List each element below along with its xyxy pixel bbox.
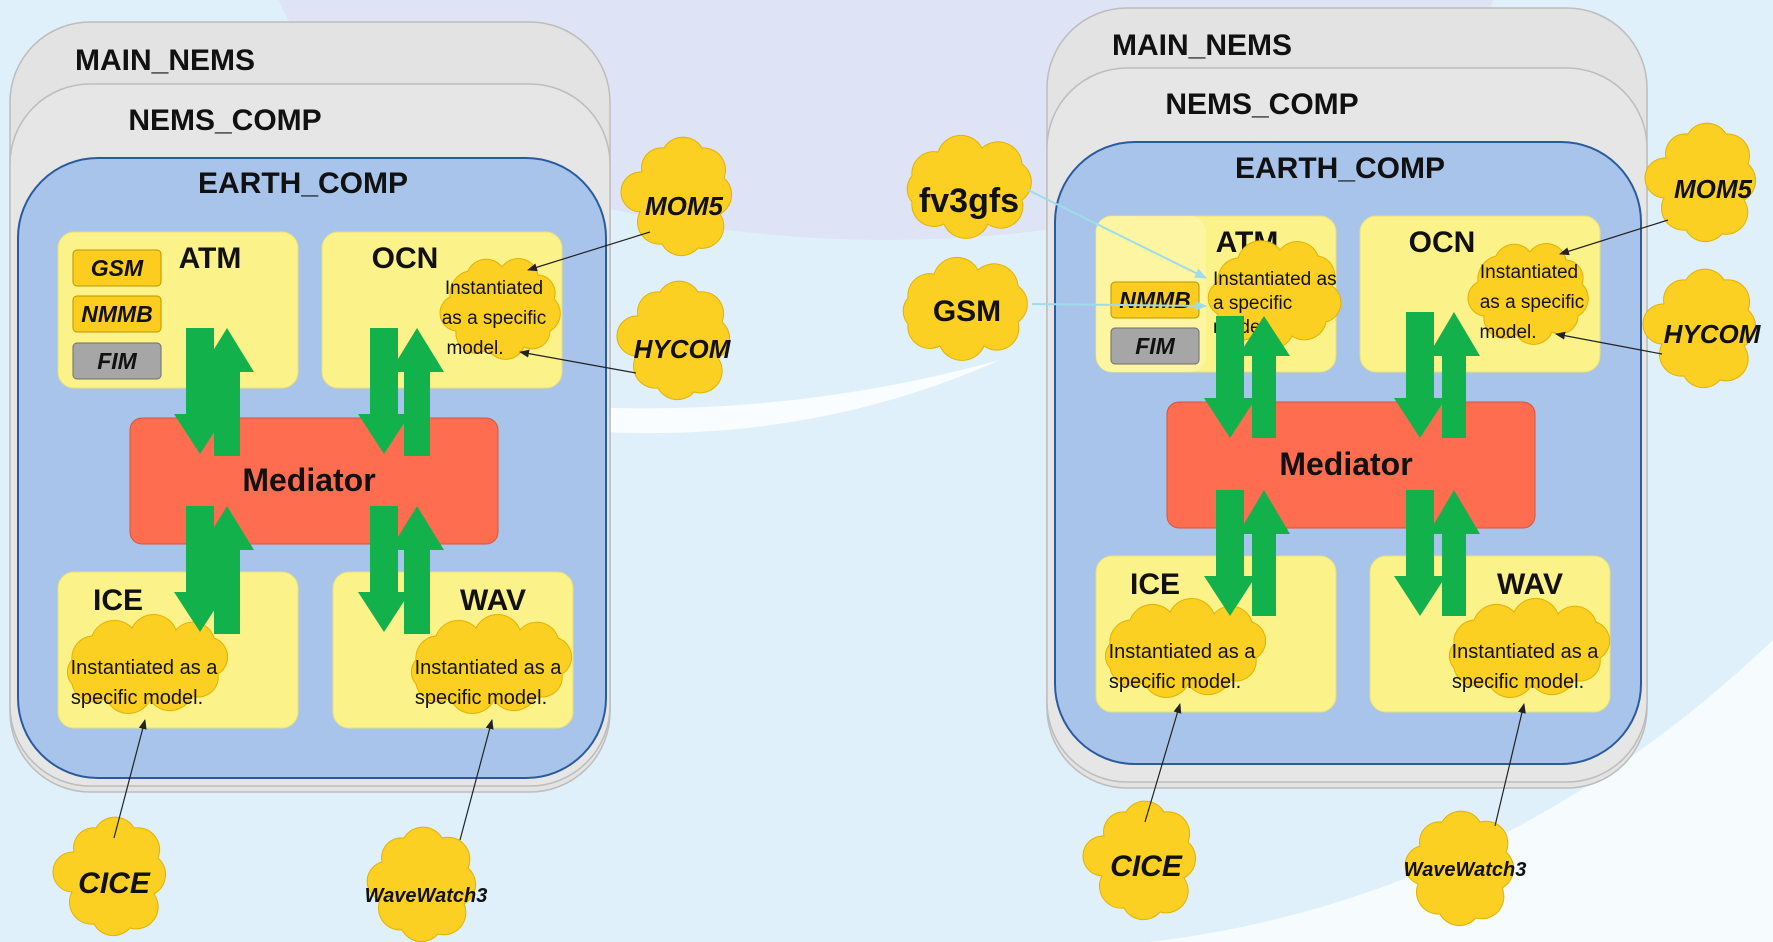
wav-note-cloud: Instantiated as a specific model. [1448,598,1611,698]
fim-model-label: FIM [97,348,137,374]
ice-label: ICE [93,584,143,617]
wav-label: WAV [1497,568,1563,601]
earth-comp-label: EARTH_COMP [1235,152,1445,185]
wav-note-line2: specific model. [415,687,547,709]
mediator-to-ice-arrow [1204,490,1256,616]
ocn-label: OCN [1409,226,1476,259]
cice-label: CICE [1110,850,1183,883]
wavewatch3-connector [459,719,494,841]
mediator-label: Mediator [1279,446,1412,482]
wavewatch3-cloud: WaveWatch3 [365,826,488,942]
atm-note-line1: Instantiated as [1213,269,1337,290]
ocn-note-cloud: Instantiated as a specific model. [1467,243,1589,345]
wav-note-line2: specific model. [1452,671,1584,693]
ice-note-cloud: Instantiated as a specific model. [1104,598,1267,698]
mom5-label: MOM5 [645,191,724,221]
main-nems-label: MAIN_NEMS [75,44,255,77]
nmmb-model-tag [1110,281,1200,319]
gsm-connector [1031,300,1207,311]
main-nems-label: MAIN_NEMS [1112,29,1292,62]
fv3gfs-cloud: fv3gfs [906,134,1032,239]
hycom-cloud: HYCOM [1642,268,1762,389]
nmmb-model-label: NMMB [81,301,153,327]
ocn-to-mediator-arrow [1394,312,1446,438]
earth-comp-label: EARTH_COMP [198,167,408,200]
connector-lines [1027,189,1669,827]
mom5-connector [1559,219,1669,256]
wav-to-mediator-arrow [1428,490,1480,616]
mom5-connector [527,231,651,272]
mediator-to-ocn-arrow [1428,312,1480,438]
fv3gfs-connector [1027,189,1207,279]
wav-note-line1: Instantiated as a [1452,641,1600,663]
hycom-label: HYCOM [634,334,732,364]
ice-label: ICE [1130,568,1180,601]
fim-model-label: FIM [1135,333,1175,359]
gsm-label: GSM [933,295,1001,328]
atm-note-line2: a specific [1213,293,1292,314]
mom5-cloud: MOM5 [620,136,733,257]
nmmb-model-tag [72,295,162,333]
ice-note-line1: Instantiated as a [71,657,219,679]
ocn-note-line3: model. [446,338,503,359]
mediator-to-atm-arrow [1238,316,1290,438]
mediator-to-wav-arrow [358,506,410,632]
atm-to-mediator-arrow [1204,316,1256,438]
cice-label: CICE [78,867,151,900]
ocn-note-line2: as a specific [442,308,547,329]
ocn-note-line1: Instantiated [445,278,543,299]
cice-cloud: CICE [52,816,167,937]
ice-to-mediator-arrow [1238,490,1290,616]
wavewatch3-label: WaveWatch3 [1404,859,1527,881]
ocn-note-line2: as a specific [1480,292,1585,313]
mediator-label: Mediator [242,462,375,498]
ice-note-line2: specific model. [1109,671,1241,693]
hycom-connector [1555,331,1663,355]
ice-note-line1: Instantiated as a [1109,641,1257,663]
wavewatch3-cloud: WaveWatch3 [1404,810,1527,927]
mediator-to-atm-arrow [200,328,254,456]
wavewatch3-label: WaveWatch3 [365,885,488,907]
ocn-label: OCN [372,242,439,275]
gsm-model-tag [72,249,162,287]
fim-model-tag [72,342,162,380]
gsm-cloud: GSM [902,256,1028,361]
wav-to-mediator-arrow [390,506,444,634]
ice-note-line2: specific model. [71,687,203,709]
atm-label: ATM [179,242,242,275]
wav-label: WAV [460,584,526,617]
wav-note-cloud: Instantiated as a specific model. [410,614,573,714]
ice-note-cloud: Instantiated as a specific model. [66,614,229,714]
cice-connector [1144,703,1182,823]
ocn-to-mediator-arrow [358,328,410,454]
ocn-note-line1: Instantiated [1480,262,1578,283]
fv3gfs-label: fv3gfs [919,182,1019,220]
exchange-arrows [174,328,444,634]
nems-comp-label: NEMS_COMP [128,104,321,137]
mom5-label: MOM5 [1674,174,1753,204]
connector-lines [113,231,651,841]
ocn-note-line3: model. [1479,322,1536,343]
cice-cloud: CICE [1082,800,1197,921]
hycom-connector [519,349,637,374]
mom5-cloud: MOM5 [1644,122,1757,243]
wav-note-line1: Instantiated as a [415,657,563,679]
gsm-model-label: GSM [91,255,144,281]
ice-to-mediator-arrow [200,506,254,634]
right-diagram: MAIN_NEMS NEMS_COMP EARTH_COMP ATM NMMB … [902,7,1762,927]
hycom-label: HYCOM [1664,319,1762,349]
mediator-to-ocn-arrow [390,328,444,456]
wavewatch3-connector [1494,703,1526,827]
nmmb-model-label: NMMB [1119,287,1191,313]
mediator-to-wav-arrow [1394,490,1446,616]
hycom-cloud: HYCOM [616,280,732,401]
exchange-arrows [1204,312,1480,616]
nems-comp-label: NEMS_COMP [1165,88,1358,121]
left-diagram: MAIN_NEMS NEMS_COMP EARTH_COMP ATM GSM N… [9,21,733,942]
fim-model-tag [1110,327,1200,365]
cice-connector [113,719,147,839]
ocn-note-cloud: Instantiated as a specific model. [439,258,561,360]
